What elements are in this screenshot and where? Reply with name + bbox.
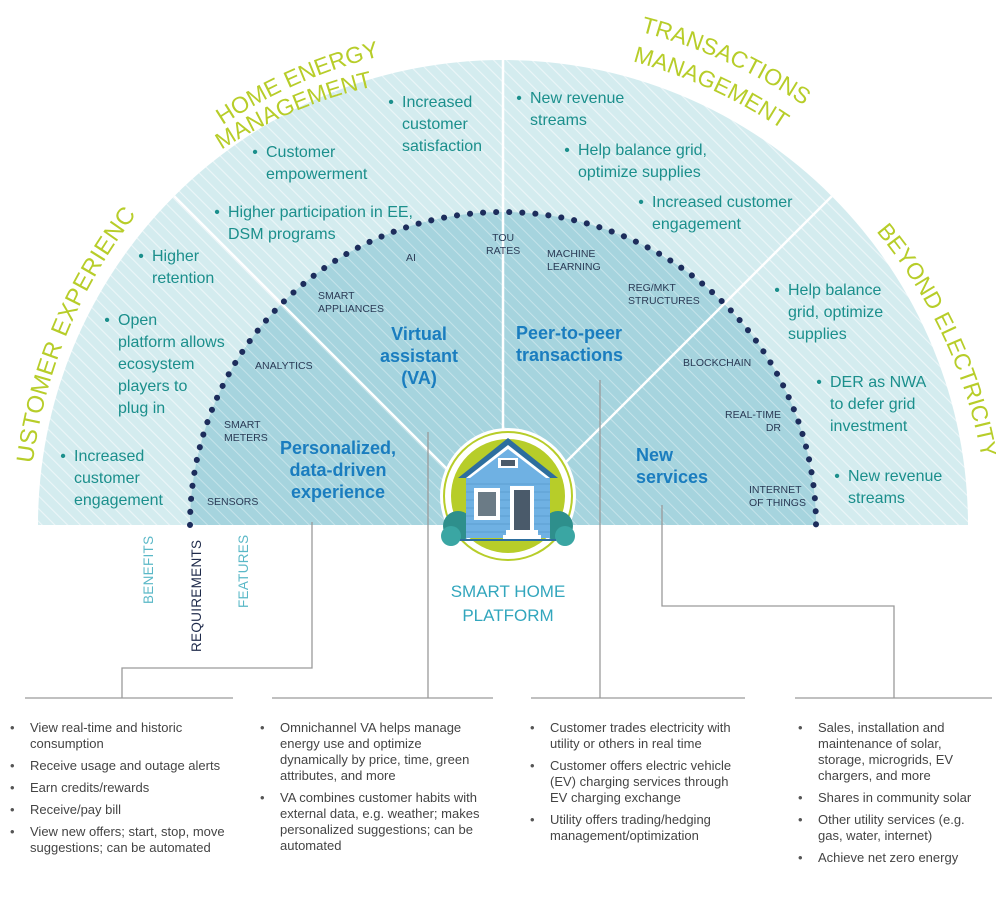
list-item: Other utility services (e.g. gas, water,…	[796, 812, 992, 844]
legend-benefits: BENEFITS	[141, 535, 156, 604]
column-new-services: Sales, installation and maintenance of s…	[796, 720, 992, 872]
list-item: View real-time and historic consumption	[8, 720, 233, 752]
list-item: Customer offers electric vehicle (EV) ch…	[528, 758, 733, 806]
column-personalized: View real-time and historic consumptionR…	[8, 720, 233, 862]
list-item: Receive usage and outage alerts	[8, 758, 233, 774]
list-item: Receive/pay bill	[8, 802, 233, 818]
req-sensors: SENSORS	[207, 496, 259, 508]
column-virtual-assistant: Omnichannel VA helps manage energy use a…	[258, 720, 493, 860]
list-item: Achieve net zero energy	[796, 850, 992, 866]
benefit-hem-participation: •Higher participation in EE,DSM programs	[214, 204, 413, 243]
list-item: View new offers; start, stop, move sugge…	[8, 824, 233, 856]
list-item: VA combines customer habits with externa…	[258, 790, 493, 854]
connector-lines	[121, 380, 895, 698]
legend-requirements: REQUIREMENTS	[189, 539, 204, 652]
benefit-tm-balance: •Help balance grid,optimize supplies	[564, 142, 707, 181]
req-ai: AI	[406, 252, 416, 264]
req-blockchain: BLOCKCHAIN	[683, 357, 752, 369]
req-analytics: ANALYTICS	[255, 360, 313, 372]
list-item: Sales, installation and maintenance of s…	[796, 720, 992, 784]
column-peer-to-peer: Customer trades electricity with utility…	[528, 720, 733, 850]
list-item: Customer trades electricity with utility…	[528, 720, 733, 752]
legend-features: FEATURES	[236, 534, 251, 608]
list-item: Utility offers trading/hedging managemen…	[528, 812, 733, 844]
list-item: Shares in community solar	[796, 790, 992, 806]
house-badge	[440, 428, 576, 564]
list-item: Omnichannel VA helps manage energy use a…	[258, 720, 493, 784]
list-item: Earn credits/rewards	[8, 780, 233, 796]
